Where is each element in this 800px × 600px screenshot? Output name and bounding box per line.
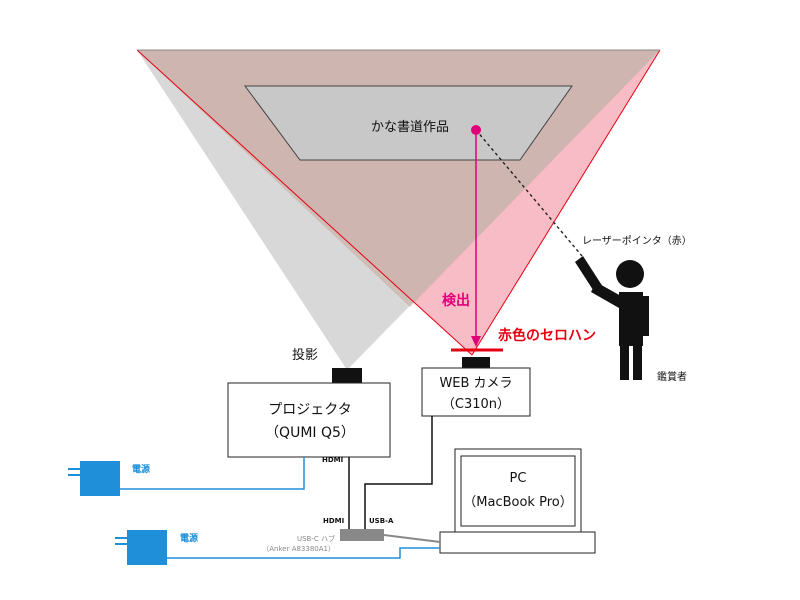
power-adapter-2: [127, 530, 167, 565]
camera-edge-right: [471, 49, 661, 356]
power-label-1: 電源: [132, 463, 150, 475]
pc-name: PC: [510, 471, 527, 486]
projector-lens: [332, 368, 362, 383]
power-cable-2: [167, 547, 440, 559]
laptop-screen: [460, 455, 576, 527]
hub-to-pc-cable: [383, 534, 441, 543]
projector-box: [227, 382, 391, 458]
pc-model: （MacBook Pro）: [463, 495, 572, 510]
laptop-base: [439, 531, 596, 554]
usb-c-hub: [340, 529, 384, 541]
projection-label: 投影: [292, 347, 318, 363]
artwork-label: かな書道作品: [371, 120, 449, 135]
usb-cable: [364, 416, 433, 529]
hub-model: （Anker A83380A1）: [262, 545, 335, 553]
viewer-label: 鑑賞者: [657, 370, 687, 383]
laser-dot: [471, 125, 481, 135]
hdmi-label-hub: HDMI: [323, 517, 344, 525]
projector-name: プロジェクタ: [268, 402, 351, 418]
viewer-figure: [591, 260, 649, 380]
camera-edge-left: [136, 49, 473, 356]
webcam-lens: [462, 357, 490, 368]
artwork-area: [244, 85, 573, 161]
detect-arrowhead: [471, 336, 481, 347]
hub-name: USB-C ハブ: [297, 534, 335, 543]
hdmi-label-top: HDMI: [322, 456, 343, 464]
webcam-name: WEB カメラ: [439, 376, 512, 391]
power-adapter-1: [80, 461, 120, 496]
cellophane-label: 赤色のセロハン: [498, 327, 596, 344]
power-label-2: 電源: [180, 532, 198, 544]
power-cable-1: [120, 457, 305, 490]
webcam-box: [421, 367, 531, 417]
laser-label: レーザーポインタ（赤）: [582, 235, 692, 247]
projector-model: （QUMI Q5）: [265, 425, 355, 441]
usb-a-label: USB-A: [369, 517, 394, 525]
webcam-model: （C310n）: [442, 397, 510, 412]
detect-label: 検出: [442, 292, 470, 309]
laser-pointer: [575, 256, 603, 293]
